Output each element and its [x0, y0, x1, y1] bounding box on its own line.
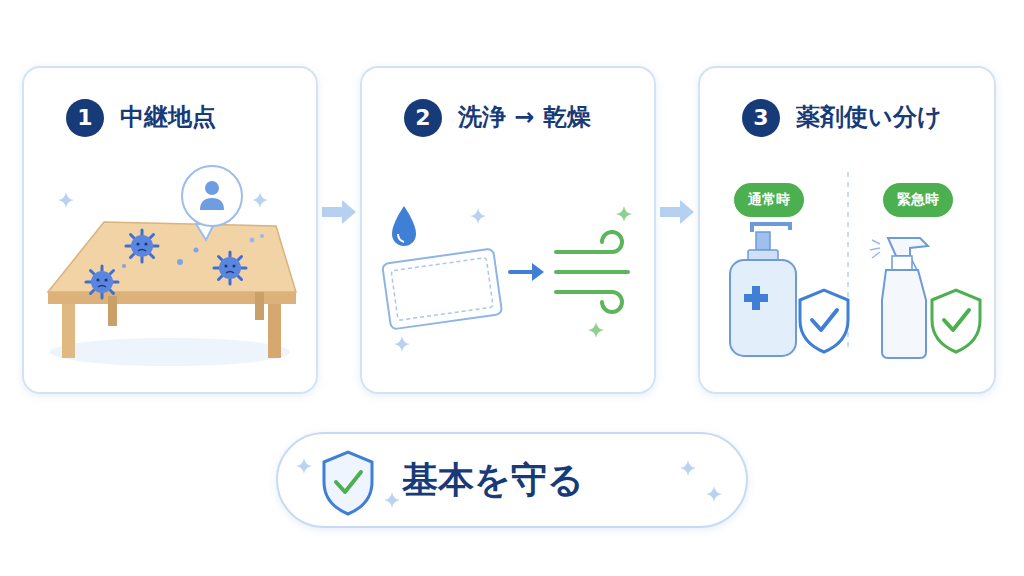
step-number: 3 [742, 99, 780, 137]
step-number: 1 [66, 99, 104, 137]
panel-heading: 薬剤使い分け [796, 101, 942, 133]
flow-arrow [322, 200, 356, 224]
callout-number: 1 [77, 107, 92, 129]
panel-heading: 洗浄 → 乾燥 [458, 101, 591, 133]
callout-number: 2 [415, 107, 430, 129]
tag-pill: 緊急時 [883, 183, 953, 217]
summary-pill: 基本を守る [276, 432, 748, 528]
flow-arrow [660, 200, 694, 224]
tag-pill: 通常時 [734, 183, 804, 217]
step-panel: 薬剤使い分け 3 通常時 緊急時 [698, 66, 996, 394]
tag-label: 緊急時 [897, 191, 939, 209]
agents-illustration [730, 172, 980, 358]
step-panel: 中継地点 1 [22, 66, 318, 394]
step-number: 2 [404, 99, 442, 137]
tag-label: 通常時 [748, 191, 790, 209]
callout-number: 3 [753, 107, 768, 129]
step-panel: 洗浄 → 乾燥 2 [360, 66, 656, 394]
summary-text: 基本を守る [402, 456, 584, 505]
shield-icon [296, 452, 722, 514]
wash-dry-illustration [382, 206, 632, 352]
panel-heading: 中継地点 [120, 101, 216, 133]
table-illustration [48, 166, 296, 366]
